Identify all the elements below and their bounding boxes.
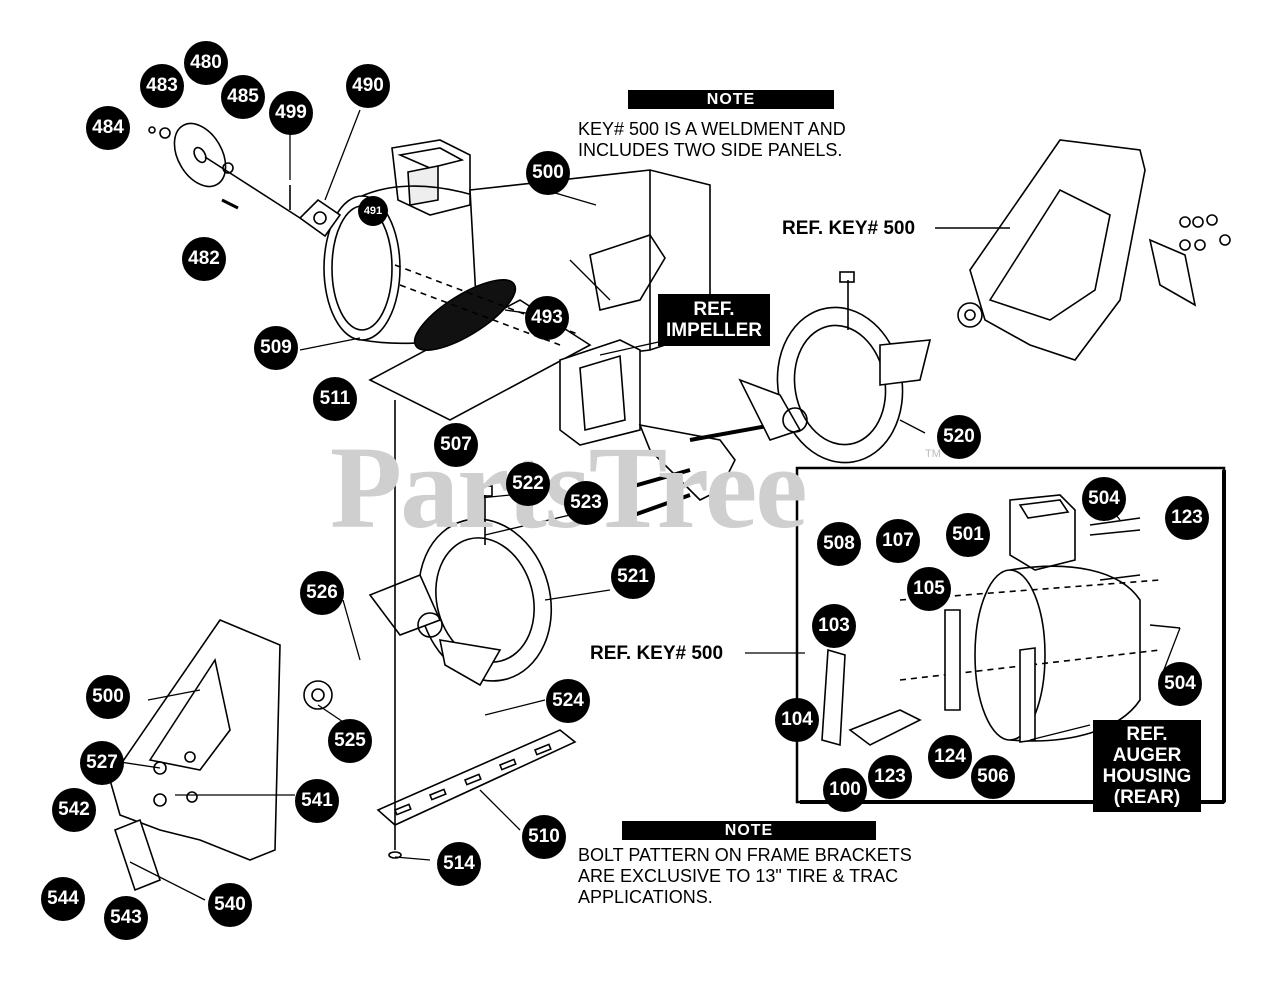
note-heading-bottom: NOTE	[622, 821, 876, 840]
right-auger-drawing	[738, 271, 932, 464]
callout-509: 509	[254, 326, 298, 370]
callout-480: 480	[184, 41, 228, 85]
callout-482: 482	[182, 237, 226, 281]
callout-105: 105	[907, 567, 951, 611]
left-auger-drawing	[368, 485, 691, 687]
callout-543: 543	[104, 896, 148, 940]
callout-524: 524	[546, 679, 590, 723]
ref-key-label-top: REF. KEY# 500	[782, 218, 916, 239]
callout-499: 499	[269, 91, 313, 135]
trademark-mark: TM	[925, 448, 941, 460]
callout-123-bottom: 123	[868, 755, 912, 799]
callout-485: 485	[221, 75, 265, 119]
callout-493: 493	[525, 296, 569, 340]
inset-housing-drawing	[821, 494, 1181, 747]
bearing-flange-drawing	[289, 185, 342, 238]
note-text-top: KEY# 500 IS A WELDMENT AND INCLUDES TWO …	[578, 119, 846, 160]
callout-521: 521	[611, 555, 655, 599]
callout-490: 490	[346, 64, 390, 108]
note-text-bottom: BOLT PATTERN ON FRAME BRACKETS ARE EXCLU…	[578, 845, 912, 907]
callout-500-left-panel: 500	[86, 675, 130, 719]
callout-100: 100	[823, 768, 867, 812]
callout-491: 491	[358, 196, 388, 226]
note-heading-top: NOTE	[628, 90, 834, 109]
callout-522: 522	[506, 462, 550, 506]
left-side-panel-drawing	[109, 619, 333, 892]
callout-504-bottom: 504	[1158, 662, 1202, 706]
ref-impeller-label: REF. IMPELLER	[658, 294, 770, 346]
callout-544: 544	[41, 877, 85, 921]
auger-housing-drawing	[323, 139, 711, 421]
callout-542: 542	[52, 788, 96, 832]
callout-484: 484	[86, 106, 130, 150]
callout-104: 104	[775, 698, 819, 742]
callout-500-housing: 500	[526, 151, 570, 195]
right-side-panel-drawing	[935, 139, 1231, 361]
callout-507: 507	[434, 423, 478, 467]
watermark: PartsTree	[330, 422, 808, 553]
callout-525: 525	[328, 719, 372, 763]
drive-pulley-drawing	[148, 122, 301, 219]
scraper-bar-drawing	[376, 400, 577, 859]
callout-514: 514	[437, 842, 481, 886]
ref-key-label-middle: REF. KEY# 500	[590, 643, 724, 664]
ref-auger-housing-label: REF. AUGER HOUSING (REAR)	[1093, 720, 1201, 812]
callout-520: 520	[937, 415, 981, 459]
callout-103: 103	[812, 604, 856, 648]
callout-511: 511	[313, 377, 357, 421]
callout-526: 526	[300, 571, 344, 615]
callout-107: 107	[876, 519, 920, 563]
callout-541: 541	[295, 779, 339, 823]
callout-523: 523	[564, 481, 608, 525]
callout-540: 540	[208, 883, 252, 927]
callout-124: 124	[928, 735, 972, 779]
callout-504-top: 504	[1082, 477, 1126, 521]
callout-123-top: 123	[1165, 496, 1209, 540]
callout-508: 508	[817, 522, 861, 566]
callout-527: 527	[80, 741, 124, 785]
callout-506: 506	[971, 755, 1015, 799]
callout-501: 501	[946, 513, 990, 557]
callout-483: 483	[140, 64, 184, 108]
callout-510: 510	[522, 815, 566, 859]
